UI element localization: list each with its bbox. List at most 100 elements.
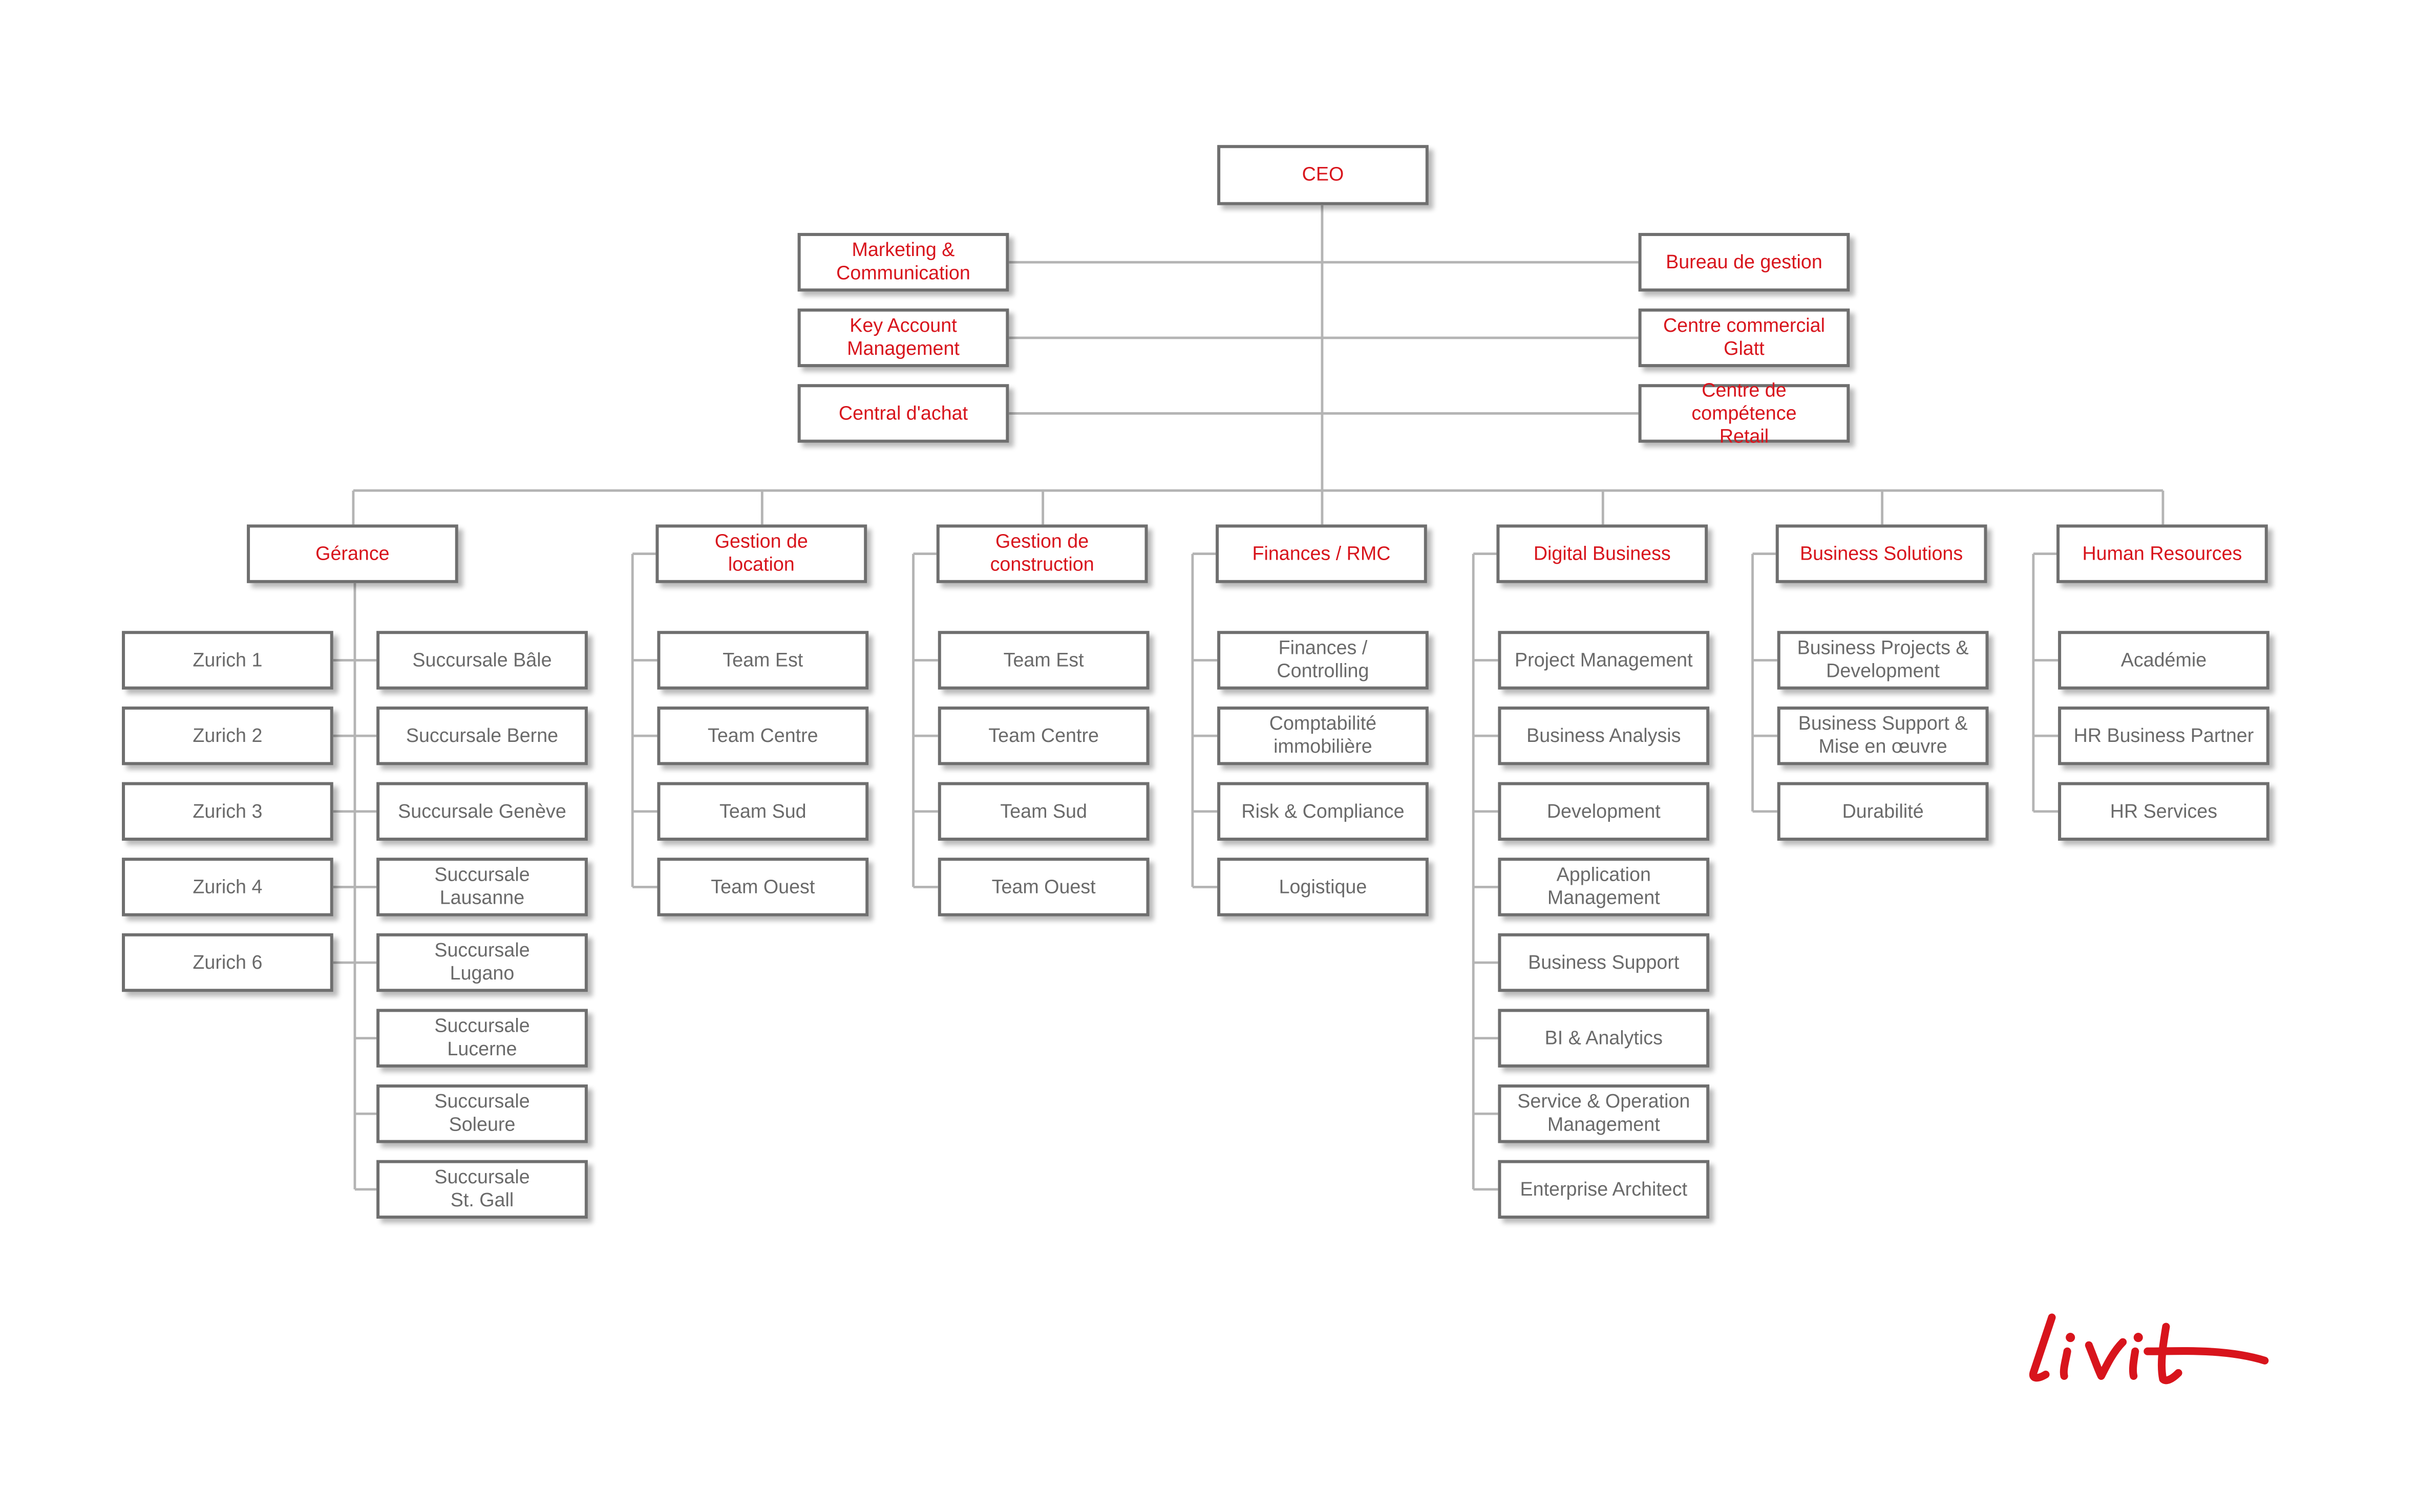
org-box-label: Development — [1546, 800, 1661, 822]
org-box-project-management: Project Management — [1498, 631, 1710, 690]
org-box-label: Bureau de gestion — [1666, 250, 1822, 272]
org-box-business-projects-development: Business Projects & Development — [1777, 631, 1989, 690]
org-box-label: CEO — [1302, 163, 1344, 185]
org-box-bureau-de-gestion: Bureau de gestion — [1638, 232, 1850, 292]
org-box-succursale-geneve: Succursale Genève — [376, 782, 588, 841]
org-box-centre-commercial-glatt: Centre commercial Glatt — [1638, 308, 1850, 368]
org-box-label: Team Ouest — [711, 875, 815, 897]
org-box-succursale-soleure: Succursale Soleure — [376, 1084, 588, 1143]
org-box-label: Zurich 2 — [193, 724, 263, 746]
org-box-label: Business Support — [1528, 951, 1680, 973]
org-box-zurich-3: Zurich 3 — [122, 782, 333, 841]
org-box-label: Human Resources — [2082, 542, 2242, 564]
org-box-label: Zurich 4 — [193, 875, 263, 897]
org-box-label: Service & Operation Management — [1517, 1091, 1690, 1136]
org-box-label: Comptabilité immobilière — [1269, 712, 1377, 758]
org-box-label: Logistique — [1279, 875, 1367, 897]
org-box-label: Finances / Controlling — [1277, 637, 1369, 682]
org-box-label: Digital Business — [1533, 542, 1671, 564]
org-box-durabilite: Durabilité — [1777, 782, 1989, 841]
org-box-finances-controlling: Finances / Controlling — [1217, 631, 1429, 690]
org-box-bi-analytics: BI & Analytics — [1498, 1009, 1710, 1068]
org-box-label: HR Services — [2110, 800, 2218, 822]
org-box-succursale-lugano: Succursale Lugano — [376, 933, 588, 992]
org-box-label: Succursale Soleure — [434, 1091, 530, 1136]
org-box-label: Team Est — [1003, 648, 1084, 671]
org-box-label: Application Management — [1547, 864, 1660, 909]
org-box-zurich-6: Zurich 6 — [122, 933, 333, 992]
org-box-comptabilite-immobiliere: Comptabilité immobilière — [1217, 706, 1429, 765]
org-box-finances-rmc: Finances / RMC — [1216, 524, 1427, 583]
org-box-succursale-lucerne: Succursale Lucerne — [376, 1009, 588, 1068]
org-box-application-management: Application Management — [1498, 858, 1710, 917]
org-box-central-d-achat: Central d'achat — [797, 384, 1009, 443]
org-box-label: Team Sud — [719, 800, 807, 822]
org-box-label: Gestion de location — [714, 530, 808, 576]
org-box-business-support: Business Support — [1498, 933, 1710, 992]
org-box-label: Succursale Lausanne — [434, 864, 530, 909]
org-box-label: Business Solutions — [1799, 542, 1963, 564]
org-box-development: Development — [1498, 782, 1710, 841]
org-box-label: Zurich 3 — [193, 800, 263, 822]
org-box-label: Succursale St. Gall — [434, 1166, 530, 1211]
org-box-key-account-management: Key Account Management — [797, 308, 1009, 368]
org-box-zurich-2: Zurich 2 — [122, 706, 333, 765]
org-box-human-resources: Human Resources — [2056, 524, 2268, 583]
org-box-service-operation-management: Service & Operation Management — [1498, 1084, 1710, 1143]
org-box-label: Enterprise Architect — [1520, 1178, 1688, 1200]
org-box-label: Gestion de construction — [990, 530, 1094, 576]
org-box-zurich-4: Zurich 4 — [122, 858, 333, 917]
org-box-label: Business Analysis — [1526, 724, 1681, 746]
org-box-label: Central d'achat — [838, 401, 968, 424]
org-box-gerance: Gérance — [247, 524, 458, 583]
org-box-label: Team Centre — [988, 724, 1099, 746]
org-box-label: Business Projects & Development — [1797, 637, 1969, 682]
org-box-risk-compliance: Risk & Compliance — [1217, 782, 1429, 841]
org-box-label: BI & Analytics — [1544, 1027, 1663, 1049]
org-box-hr-business-partner: HR Business Partner — [2058, 706, 2269, 765]
org-box-label: Succursale Berne — [406, 724, 559, 746]
org-box-team-ouest: Team Ouest — [938, 858, 1150, 917]
org-box-label: Risk & Compliance — [1241, 800, 1405, 822]
org-box-centre-de-competence-retail: Centre de compétence Retail — [1638, 379, 1850, 446]
org-box-marketing-communication: Marketing & Communication — [797, 232, 1009, 292]
org-box-gestion-de-construction: Gestion de construction — [936, 524, 1148, 583]
org-box-gestion-de-location: Gestion de location — [655, 524, 867, 583]
org-box-label: Gérance — [315, 542, 390, 564]
org-box-label: Team Est — [723, 648, 803, 671]
org-box-zurich-1: Zurich 1 — [122, 631, 333, 690]
org-box-label: Business Support & Mise en œuvre — [1798, 712, 1968, 758]
org-box-succursale-berne: Succursale Berne — [376, 706, 588, 765]
org-box-label: Zurich 6 — [193, 951, 263, 973]
org-box-label: Marketing & Communication — [836, 239, 970, 284]
org-box-label: Team Centre — [708, 724, 818, 746]
livit-logo — [2029, 1313, 2269, 1385]
org-box-label: Key Account Management — [847, 314, 960, 359]
org-box-label: Succursale Lugano — [434, 939, 530, 985]
org-box-label: Succursale Genève — [398, 800, 566, 822]
org-box-label: Durabilité — [1842, 800, 1924, 822]
org-box-team-sud: Team Sud — [938, 782, 1150, 841]
org-box-label: Team Sud — [1000, 800, 1087, 822]
org-box-team-centre: Team Centre — [938, 706, 1150, 765]
org-box-succursale-lausanne: Succursale Lausanne — [376, 858, 588, 917]
org-box-hr-services: HR Services — [2058, 782, 2269, 841]
org-box-team-ouest: Team Ouest — [657, 858, 869, 917]
org-box-label: Project Management — [1515, 648, 1693, 671]
org-box-succursale-bale: Succursale Bâle — [376, 631, 588, 690]
org-box-team-est: Team Est — [657, 631, 869, 690]
org-box-logistique: Logistique — [1217, 858, 1429, 917]
org-box-team-est: Team Est — [938, 631, 1150, 690]
org-box-label: Succursale Lucerne — [434, 1015, 530, 1060]
org-box-label: Académie — [2120, 648, 2207, 671]
org-box-business-analysis: Business Analysis — [1498, 706, 1710, 765]
org-box-label: Zurich 1 — [193, 648, 263, 671]
org-box-label: Succursale Bâle — [412, 648, 552, 671]
org-box-label: Centre commercial Glatt — [1663, 314, 1825, 359]
org-box-business-solutions: Business Solutions — [1775, 524, 1987, 583]
org-box-team-centre: Team Centre — [657, 706, 869, 765]
org-box-label: HR Business Partner — [2073, 724, 2254, 746]
org-box-academie: Académie — [2058, 631, 2269, 690]
